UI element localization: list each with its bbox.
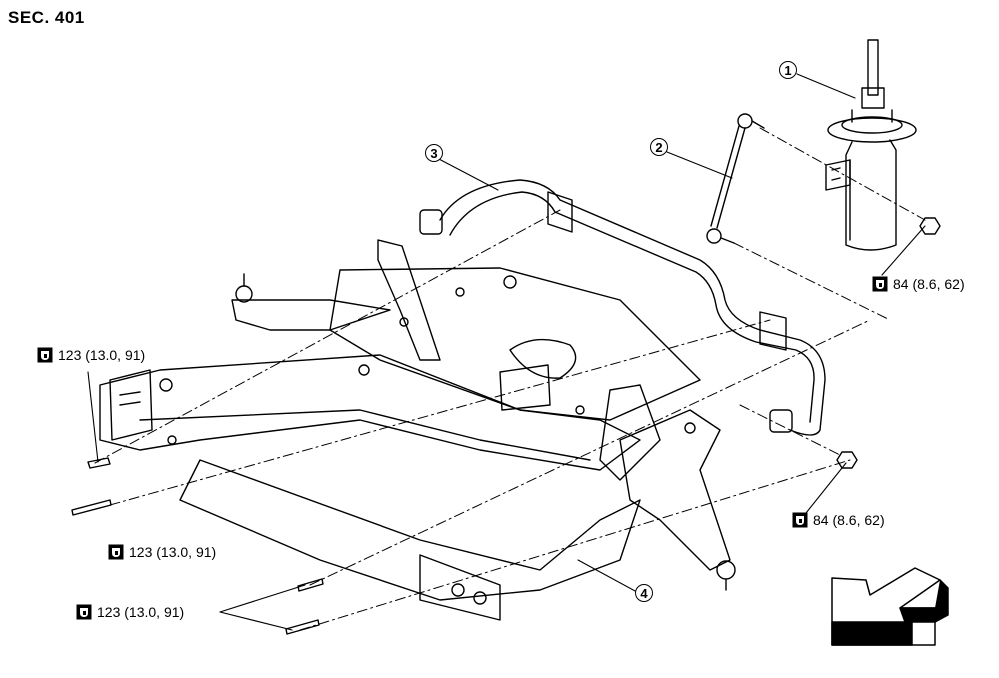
torque-spec-stabilizer-link-nut: 84 (8.6, 62) (872, 276, 965, 292)
torque-spec-stabilizer-bar-nut: 84 (8.6, 62) (792, 512, 885, 528)
torque-wrench-icon (37, 347, 53, 363)
callout-3: 3 (425, 144, 443, 162)
stabilizer-connecting-rod (706, 113, 765, 244)
front-suspension-member (99, 239, 736, 621)
assembly-guide-lines (94, 127, 926, 631)
torque-value: 123 (13.0, 91) (129, 544, 217, 560)
torque-spec-member-bolt-bottom: 123 (13.0, 91) (76, 604, 184, 620)
torque-wrench-icon (108, 544, 124, 560)
callout-1: 1 (779, 61, 797, 79)
torque-spec-member-bolt-left: 123 (13.0, 91) (37, 347, 145, 363)
callout-2: 2 (650, 138, 668, 156)
front-direction-arrow-icon (831, 567, 949, 646)
callout-4: 4 (635, 584, 653, 602)
section-title: SEC. 401 (8, 8, 85, 27)
leader-lines (87, 73, 926, 631)
strut-assembly (825, 39, 917, 251)
torque-value: 123 (13.0, 91) (97, 604, 185, 620)
torque-value: 123 (13.0, 91) (58, 347, 146, 363)
torque-value: 84 (8.6, 62) (893, 276, 965, 292)
torque-wrench-icon (872, 276, 888, 292)
torque-value: 84 (8.6, 62) (813, 512, 885, 528)
torque-wrench-icon (76, 604, 92, 620)
stabilizer-bar (419, 179, 826, 436)
torque-wrench-icon (792, 512, 808, 528)
torque-spec-member-bolt-middle: 123 (13.0, 91) (108, 544, 216, 560)
